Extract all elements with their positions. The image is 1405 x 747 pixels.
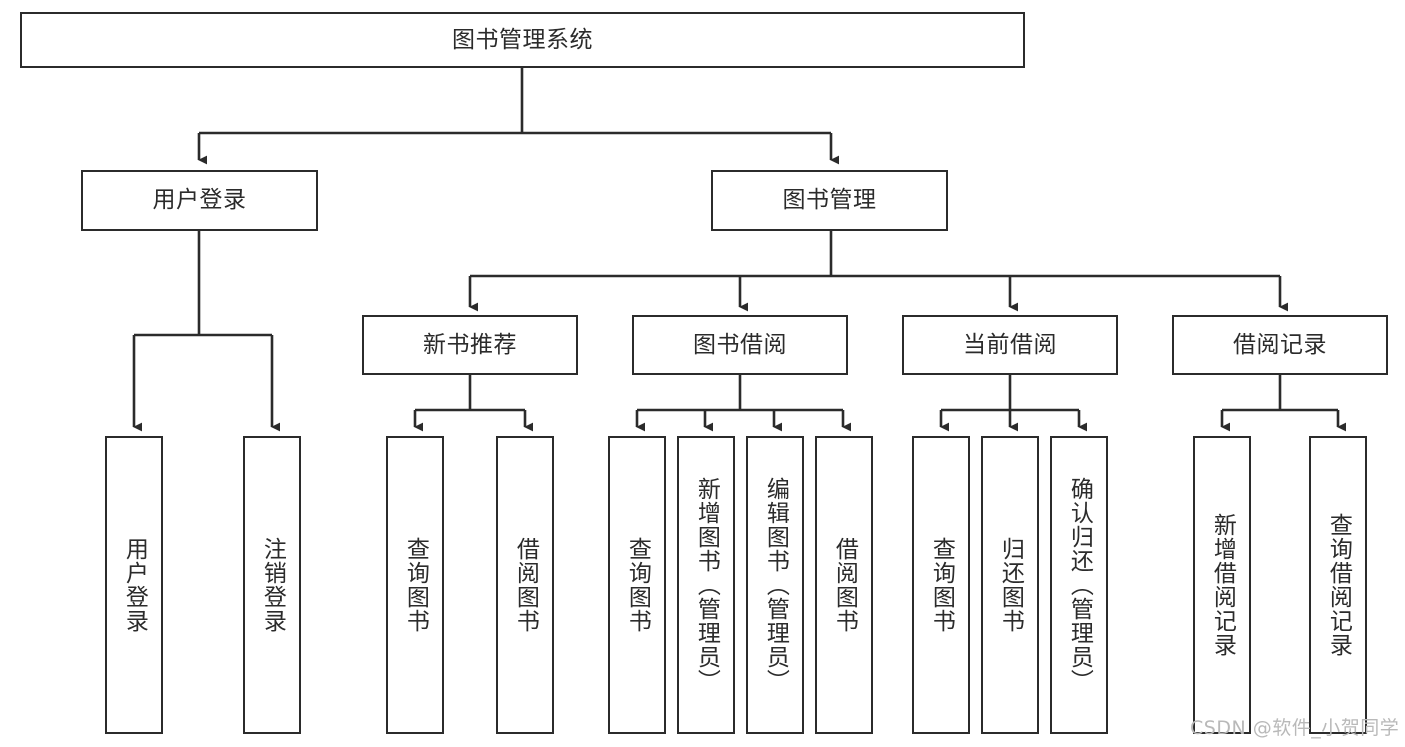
node-root-book-management-system[interactable]: 图书管理系统 — [20, 12, 1025, 68]
node-label: 查询图书 — [928, 537, 955, 633]
node-label: 查询图书 — [624, 537, 651, 633]
node-borrow-record[interactable]: 借阅记录 — [1172, 315, 1388, 375]
node-leaf-borrow-book-recommend[interactable]: 借阅图书 — [496, 436, 554, 734]
node-leaf-user-login[interactable]: 用户登录 — [105, 436, 163, 734]
node-label: 确认归还（管理员） — [1066, 477, 1093, 693]
node-leaf-add-book-admin[interactable]: 新增图书（管理员） — [677, 436, 735, 734]
node-leaf-add-borrow-record[interactable]: 新增借阅记录 — [1193, 436, 1251, 734]
node-leaf-logout[interactable]: 注销登录 — [243, 436, 301, 734]
node-leaf-query-book-current[interactable]: 查询图书 — [912, 436, 970, 734]
node-label: 用户登录 — [121, 537, 148, 633]
node-label: 归还图书 — [997, 537, 1024, 633]
node-new-book-recommend[interactable]: 新书推荐 — [362, 315, 578, 375]
node-label: 编辑图书（管理员） — [762, 477, 789, 693]
node-label: 用户登录 — [152, 187, 247, 214]
node-user-login[interactable]: 用户登录 — [81, 170, 318, 231]
node-label: 注销登录 — [259, 537, 286, 633]
node-label: 图书管理 — [782, 187, 877, 214]
node-label: 新增借阅记录 — [1209, 513, 1236, 657]
node-label: 当前借阅 — [963, 331, 1057, 358]
node-leaf-confirm-return-admin[interactable]: 确认归还（管理员） — [1050, 436, 1108, 734]
node-leaf-query-borrow-record[interactable]: 查询借阅记录 — [1309, 436, 1367, 734]
node-label: 借阅记录 — [1233, 331, 1327, 358]
node-book-management[interactable]: 图书管理 — [711, 170, 948, 231]
node-label: 图书借阅 — [693, 331, 787, 358]
node-label: 查询借阅记录 — [1325, 513, 1352, 657]
node-leaf-return-book[interactable]: 归还图书 — [981, 436, 1039, 734]
node-label: 借阅图书 — [512, 537, 539, 633]
node-label: 查询图书 — [402, 537, 429, 633]
node-leaf-query-book-borrow[interactable]: 查询图书 — [608, 436, 666, 734]
node-label: 新增图书（管理员） — [693, 477, 720, 693]
node-label: 借阅图书 — [831, 537, 858, 633]
csdn-watermark: CSDN @软件_小贺同学 — [1190, 717, 1400, 739]
node-book-borrow[interactable]: 图书借阅 — [632, 315, 848, 375]
node-label: 图书管理系统 — [452, 26, 593, 53]
node-leaf-borrow-book[interactable]: 借阅图书 — [815, 436, 873, 734]
node-leaf-edit-book-admin[interactable]: 编辑图书（管理员） — [746, 436, 804, 734]
node-leaf-query-book-recommend[interactable]: 查询图书 — [386, 436, 444, 734]
node-current-borrow[interactable]: 当前借阅 — [902, 315, 1118, 375]
node-label: 新书推荐 — [423, 331, 517, 358]
